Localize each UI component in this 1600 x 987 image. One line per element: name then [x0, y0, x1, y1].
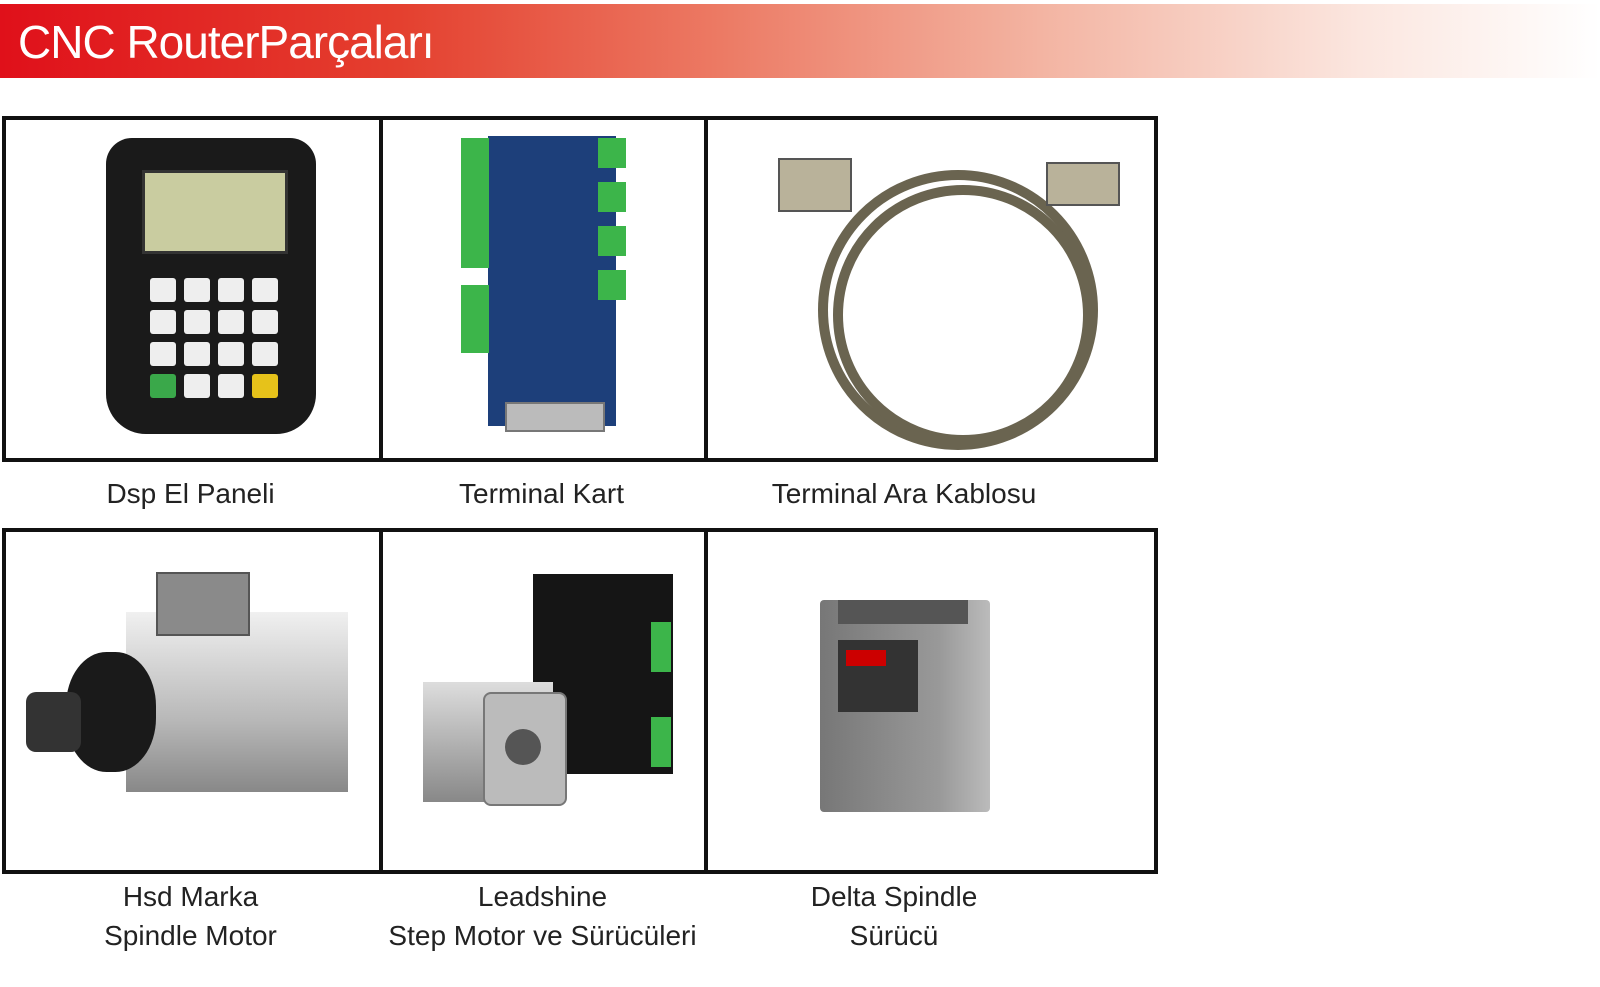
spindle-motor-image	[6, 532, 383, 870]
terminal-board-image	[383, 120, 708, 458]
vfd-drive-image	[708, 532, 1154, 870]
caption-stepper-driver: Leadshine Step Motor ve Sürücüleri	[370, 877, 715, 955]
caption-dsp-pendant: Dsp El Paneli	[106, 478, 275, 509]
caption-terminal-board: Terminal Kart	[459, 478, 624, 509]
caption-vfd-drive: Delta Spindle Sürücü	[694, 877, 1094, 955]
caption-terminal-cable: Terminal Ara Kablosu	[771, 478, 1037, 509]
caption-spindle-motor: Hsd Marka Spindle Motor	[2, 877, 379, 955]
caption-line: Delta Spindle	[810, 881, 978, 912]
page-title: CNC RouterParçaları	[18, 16, 435, 68]
caption-line: Leadshine	[477, 881, 608, 912]
product-grid-row-2	[2, 528, 1158, 874]
caption-line: Sürücü	[849, 920, 939, 951]
caption-line: Spindle Motor	[104, 920, 277, 951]
caption-line: Step Motor ve Sürücüleri	[388, 920, 697, 951]
product-grid-row-1	[2, 116, 1158, 462]
dsp-pendant-image	[6, 120, 383, 458]
title-banner: CNC RouterParçaları	[0, 4, 1600, 78]
terminal-cable-image	[708, 120, 1154, 458]
caption-line: Hsd Marka	[122, 881, 259, 912]
stepper-driver-image	[383, 532, 708, 870]
